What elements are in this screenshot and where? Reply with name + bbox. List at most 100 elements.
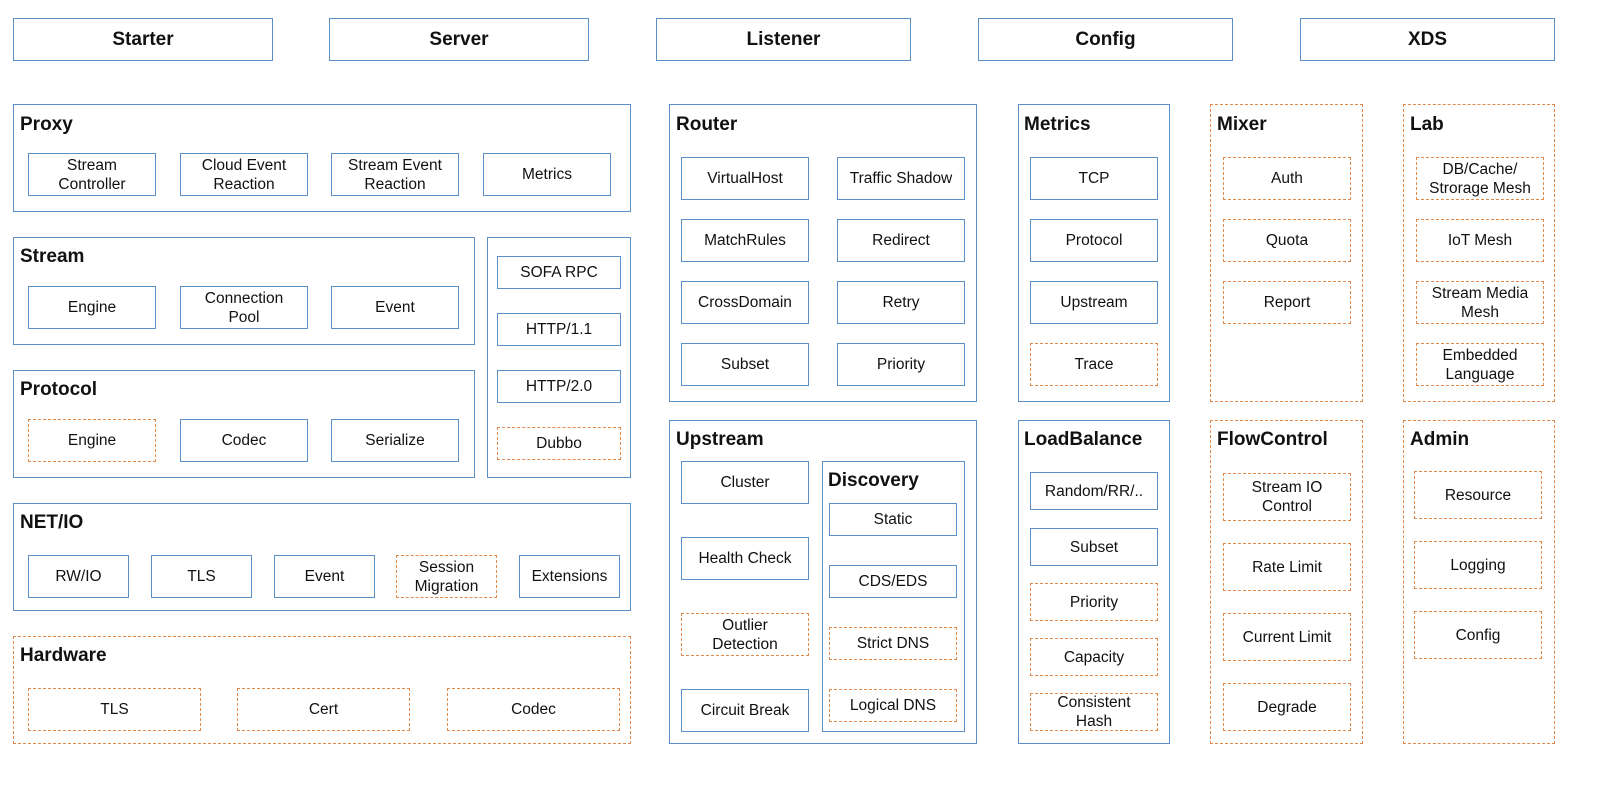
router-subset-box: Subset: [681, 343, 809, 386]
loadbalance-panel: [1018, 420, 1170, 744]
rwio-box: RW/IO: [28, 555, 129, 598]
stream-event-reaction-box: Stream Event Reaction: [331, 153, 459, 196]
strict-dns-box: Strict DNS: [829, 627, 957, 660]
listener-module: Listener: [656, 18, 911, 61]
random-rr-box: Random/RR/..: [1030, 472, 1158, 510]
codec-box: Codec: [180, 419, 308, 462]
proxy-title: Proxy: [20, 114, 73, 135]
connection-pool-box: Connection Pool: [180, 286, 308, 329]
netio-title: NET/IO: [20, 512, 84, 533]
discovery-title: Discovery: [828, 470, 919, 491]
lab-title: Lab: [1410, 114, 1444, 135]
http11-box: HTTP/1.1: [497, 313, 621, 346]
retry-box: Retry: [837, 281, 965, 324]
trace-box: Trace: [1030, 343, 1158, 386]
outlier-detection-box: Outlier Detection: [681, 613, 809, 656]
router-priority-box: Priority: [837, 343, 965, 386]
iot-mesh-box: IoT Mesh: [1416, 219, 1544, 262]
discovery-panel: [822, 461, 965, 732]
netio-tls-box: TLS: [151, 555, 252, 598]
flowcontrol-title: FlowControl: [1217, 429, 1328, 450]
server-module: Server: [329, 18, 589, 61]
loadbalance-title: LoadBalance: [1024, 429, 1143, 450]
current-limit-box: Current Limit: [1223, 613, 1351, 661]
consistent-hash-box: Consistent Hash: [1030, 693, 1158, 731]
dubbo-box: Dubbo: [497, 427, 621, 460]
lab-panel: [1403, 104, 1555, 402]
embedded-language-box: Embedded Language: [1416, 343, 1544, 386]
upstream-panel: [669, 420, 977, 744]
stream-io-control-box: Stream IO Control: [1223, 473, 1351, 521]
lb-subset-box: Subset: [1030, 528, 1158, 566]
router-panel: [669, 104, 977, 402]
tcp-box: TCP: [1030, 157, 1158, 200]
extensions-box: Extensions: [519, 555, 620, 598]
report-box: Report: [1223, 281, 1351, 324]
netio-panel: [13, 503, 631, 611]
metrics-title: Metrics: [1024, 114, 1091, 135]
xds-module: XDS: [1300, 18, 1555, 61]
proxy-panel: [13, 104, 631, 212]
stream-title: Stream: [20, 246, 85, 267]
protocol-engine-box: Engine: [28, 419, 156, 462]
sofa-rpc-box: SOFA RPC: [497, 256, 621, 289]
serialize-box: Serialize: [331, 419, 459, 462]
netio-event-box: Event: [274, 555, 375, 598]
config-label: Config: [1075, 28, 1136, 50]
xds-label: XDS: [1407, 28, 1448, 50]
stream-event-box: Event: [331, 286, 459, 329]
protocol-panel: [13, 370, 475, 478]
cert-box: Cert: [237, 688, 410, 731]
hardware-panel: [13, 636, 631, 744]
stream-panel: [13, 237, 475, 345]
admin-config-box: Config: [1414, 611, 1542, 659]
starter-module: Starter: [13, 18, 273, 61]
hardware-tls-box: TLS: [28, 688, 201, 731]
listener-label: Listener: [746, 28, 821, 50]
server-label: Server: [429, 28, 489, 50]
traffic-shadow-box: Traffic Shadow: [837, 157, 965, 200]
degrade-box: Degrade: [1223, 683, 1351, 731]
resource-box: Resource: [1414, 471, 1542, 519]
admin-panel: [1403, 420, 1555, 744]
admin-title: Admin: [1410, 429, 1470, 450]
stream-controller-box: Stream Controller: [28, 153, 156, 196]
matchrules-box: MatchRules: [681, 219, 809, 262]
redirect-box: Redirect: [837, 219, 965, 262]
flowcontrol-panel: [1210, 420, 1363, 744]
metrics-protocol-box: Protocol: [1030, 219, 1158, 262]
metrics-panel: [1018, 104, 1170, 402]
circuit-break-box: Circuit Break: [681, 689, 809, 732]
db-cache-storage-mesh-box: DB/Cache/ Strorage Mesh: [1416, 157, 1544, 200]
rate-limit-box: Rate Limit: [1223, 543, 1351, 591]
router-title: Router: [676, 114, 738, 135]
hardware-codec-box: Codec: [447, 688, 620, 731]
mixer-title: Mixer: [1217, 114, 1267, 135]
cds-eds-box: CDS/EDS: [829, 565, 957, 598]
crossdomain-box: CrossDomain: [681, 281, 809, 324]
logical-dns-box: Logical DNS: [829, 689, 957, 722]
quota-box: Quota: [1223, 219, 1351, 262]
cloud-event-reaction-box: Cloud Event Reaction: [180, 153, 308, 196]
session-migration-box: Session Migration: [396, 555, 497, 598]
cluster-box: Cluster: [681, 461, 809, 504]
capacity-box: Capacity: [1030, 638, 1158, 676]
lb-priority-box: Priority: [1030, 583, 1158, 621]
protocol-impl-panel: [487, 237, 631, 478]
virtualhost-box: VirtualHost: [681, 157, 809, 200]
mixer-panel: [1210, 104, 1363, 402]
stream-engine-box: Engine: [28, 286, 156, 329]
logging-box: Logging: [1414, 541, 1542, 589]
hardware-title: Hardware: [20, 645, 107, 666]
metrics-upstream-box: Upstream: [1030, 281, 1158, 324]
static-box: Static: [829, 503, 957, 536]
config-module: Config: [978, 18, 1233, 61]
protocol-title: Protocol: [20, 379, 98, 400]
http20-box: HTTP/2.0: [497, 370, 621, 403]
proxy-metrics-box: Metrics: [483, 153, 611, 196]
health-check-box: Health Check: [681, 537, 809, 580]
stream-media-mesh-box: Stream Media Mesh: [1416, 281, 1544, 324]
upstream-title: Upstream: [676, 429, 764, 450]
starter-label: Starter: [112, 28, 174, 50]
auth-box: Auth: [1223, 157, 1351, 200]
